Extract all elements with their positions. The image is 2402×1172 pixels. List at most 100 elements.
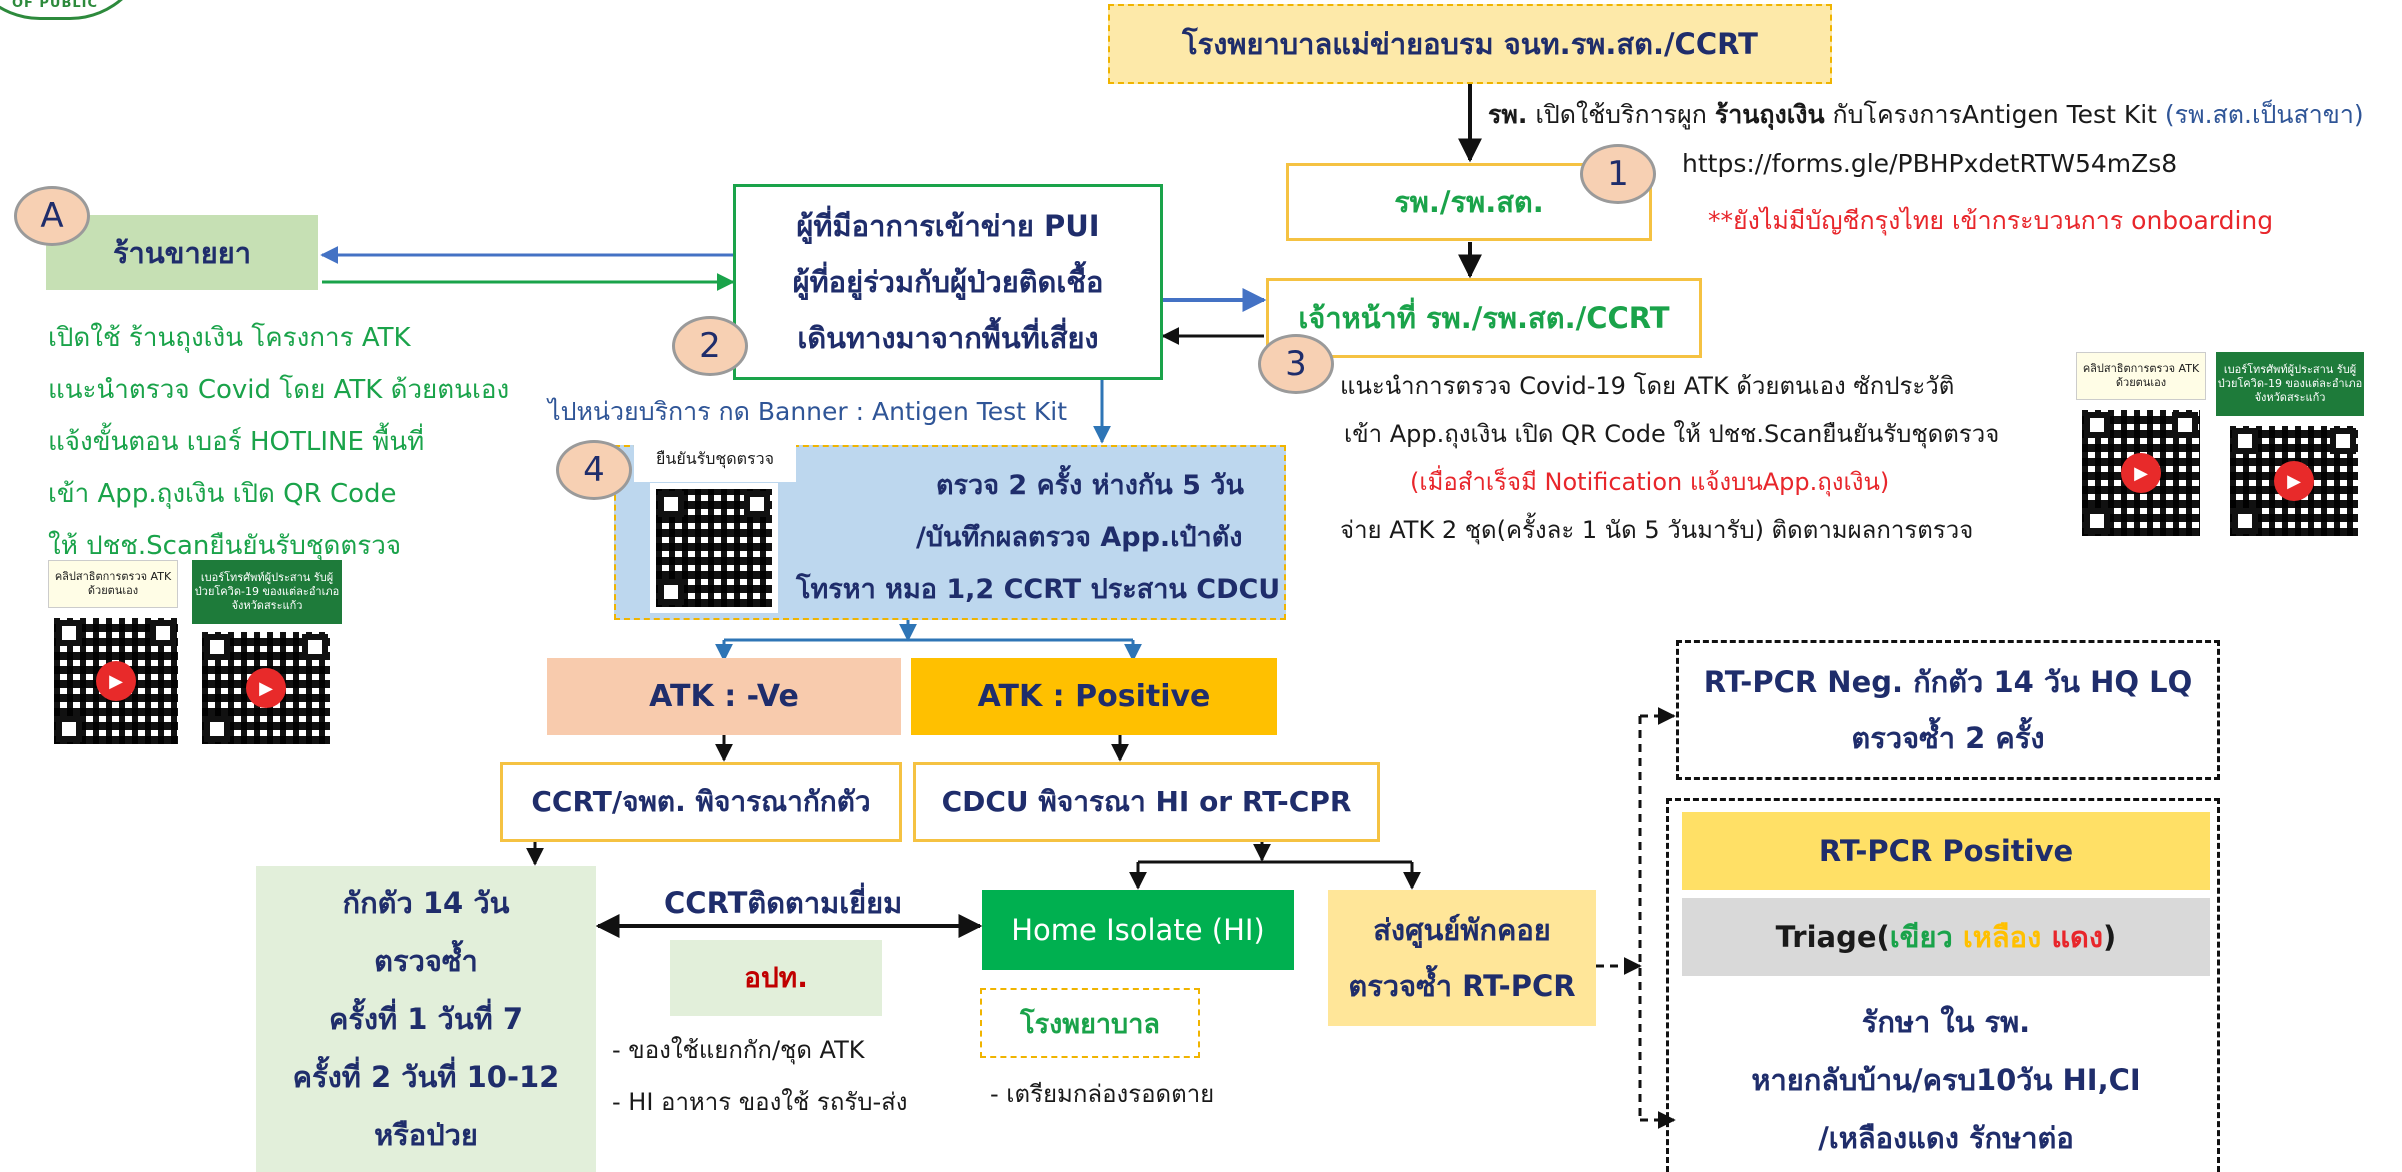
rtpcr-negative-line-2: ตรวจซ้ำ 2 ครั้ง — [1851, 721, 2045, 755]
local-admin-notes: - ของใช้แยกกัก/ชุด ATK - HI อาหาร ของใช้… — [612, 1024, 908, 1128]
test-box: ตรวจ 2 ครั้ง ห่างกัน 5 วัน /บันทึกผลตรวจ… — [614, 445, 1286, 620]
local-admin-label: อปท. — [744, 961, 808, 994]
ccrt-label: CCRT/จพต. พิจารณากักตัว — [531, 785, 871, 818]
staff-label: เจ้าหน้าที่ รพ./รพ.สต./CCRT — [1298, 301, 1670, 335]
triage-box: Triage(เขียว เหลือง แดง) — [1682, 898, 2210, 976]
left-phone-qr[interactable]: ▶ — [196, 626, 336, 750]
play-icon: ▶ — [2121, 453, 2161, 493]
top-note-hospital: รพ. — [1488, 100, 1528, 129]
atk-negative-label: ATK : -Ve — [649, 679, 799, 714]
cdcu-label: CDCU พิจารณา HI or RT-CPR — [941, 785, 1352, 818]
callout-3-label: 3 — [1285, 344, 1307, 384]
pui-box: ผู้ที่มีอาการเข้าข่าย PUI ผู้ที่อยู่ร่วม… — [733, 184, 1163, 380]
waiting-center-line-2: ตรวจซ้ำ RT-PCR — [1348, 969, 1576, 1003]
pui-line-3: เดินทางมาจากพื้นที่เสี่ยง — [797, 321, 1099, 355]
home-isolate-label: Home Isolate (HI) — [1011, 913, 1265, 947]
atk-positive-box: ATK : Positive — [911, 658, 1277, 735]
right-phone-qr[interactable]: ▶ — [2224, 420, 2364, 542]
callout-2: 2 — [672, 316, 748, 376]
pharmacy-step-1: เปิดใช้ ร้านถุงเงิน โครงการ ATK — [48, 323, 411, 353]
top-note-part4: กับโครงการAntigen Test Kit — [1824, 100, 2165, 129]
atk-positive-label: ATK : Positive — [977, 679, 1211, 714]
right-clip-text: คลิปสาธิตการตรวจ ATK ด้วยตนเอง — [2082, 362, 2200, 389]
waiting-center-line-1: ส่งศูนย์พักคอย — [1373, 913, 1551, 947]
test-line-3: โทรหา หมอ 1,2 CCRT ประสาน CDCU — [796, 574, 1281, 605]
left-phone-label: เบอร์โทรศัพท์ผู้ประสาน รับผู้ป่วยโควิด-1… — [192, 560, 342, 624]
hospital-label: รพ./รพ.สต. — [1394, 185, 1544, 219]
waiting-center-box: ส่งศูนย์พักคอย ตรวจซ้ำ RT-PCR — [1328, 890, 1596, 1026]
training-hospital-box: โรงพยาบาลแม่ข่ายอบรม จนท.รพ.สต./CCRT — [1108, 4, 1832, 84]
local-note-1: - ของใช้แยกกัก/ชุด ATK — [612, 1036, 865, 1064]
staff-note-2: เข้า App.ถุงเงิน เปิด QR Code ให้ ปชช.Sc… — [1344, 420, 2000, 448]
pharmacy-box: ร้านขายยา — [46, 215, 318, 290]
play-icon: ▶ — [246, 668, 286, 708]
hospital-box: รพ./รพ.สต. — [1286, 163, 1652, 241]
quarantine-box: กักตัว 14 วัน ตรวจซ้ำ ครั้งที่ 1 วันที่ … — [256, 866, 596, 1172]
test-tag-label: ยืนยันรับชุดตรวจ — [656, 448, 774, 468]
home-isolate-box: Home Isolate (HI) — [982, 890, 1294, 970]
left-clip-qr[interactable]: ▶ — [48, 612, 184, 750]
triage-green: เขียว — [1889, 920, 1953, 954]
pharmacy-step-2: แนะนำตรวจ Covid โดย ATK ด้วยตนเอง — [48, 375, 510, 405]
ccrt-box: CCRT/จพต. พิจารณากักตัว — [500, 762, 902, 842]
form-url[interactable]: https://forms.gle/PBHPxdetRTW54mZs8 — [1682, 149, 2178, 178]
callout-2-label: 2 — [699, 326, 721, 366]
triage-prefix: Triage( — [1775, 920, 1890, 954]
quarantine-line-5: หรือป่วย — [374, 1118, 478, 1152]
staff-notes: แนะนำการตรวจ Covid-19 โดย ATK ด้วยตนเอง … — [1340, 362, 2060, 554]
treatment-line-3: /เหลืองแดง รักษาต่อ — [1818, 1121, 2074, 1155]
test-tag: ยืนยันรับชุดตรวจ — [634, 436, 796, 482]
callout-1-label: 1 — [1607, 154, 1629, 194]
treatment-block: รักษา ใน รพ. หายกลับบ้าน/ครบ10วัน HI,CI … — [1682, 990, 2210, 1170]
atk-negative-box: ATK : -Ve — [547, 658, 901, 735]
quarantine-line-4: ครั้งที่ 2 วันที่ 10-12 — [292, 1060, 560, 1094]
hospital-option-label: โรงพยาบาล — [1020, 1008, 1160, 1040]
staff-box: เจ้าหน้าที่ รพ./รพ.สต./CCRT — [1266, 278, 1702, 358]
rtpcr-negative-box: RT-PCR Neg. กักตัว 14 วัน HQ LQ ตรวจซ้ำ … — [1676, 640, 2220, 780]
triage-yellow: เหลือง — [1952, 920, 2052, 954]
right-phone-text: เบอร์โทรศัพท์ผู้ประสาน รับผู้ป่วยโควิด-1… — [2217, 363, 2363, 404]
hospital-option-note: - เตรียมกล่องรอดตาย — [990, 1080, 1215, 1108]
callout-1: 1 — [1580, 144, 1656, 204]
test-line-2: /บันทึกผลตรวจ App.เป๋าตัง — [916, 522, 1243, 553]
local-note-2: - HI อาหาร ของใช้ รถรับ-ส่ง — [612, 1088, 908, 1116]
triage-red: แดง — [2051, 920, 2104, 954]
top-note-part2: เปิดใช้บริการผูก — [1527, 100, 1715, 129]
rtpcr-positive-box: RT-PCR Positive — [1682, 812, 2210, 890]
test-line-1: ตรวจ 2 ครั้ง ห่างกัน 5 วัน — [936, 470, 1244, 501]
callout-a: A — [14, 186, 90, 246]
play-icon: ▶ — [2274, 461, 2314, 501]
play-icon: ▶ — [96, 661, 136, 701]
top-note-shop: ร้านถุงเงิน — [1714, 100, 1825, 129]
top-note: รพ. เปิดใช้บริการผูก ร้านถุงเงิน กับโครง… — [1488, 95, 2402, 135]
callout-a-label: A — [40, 196, 64, 236]
pharmacy-step-5: ให้ ปชช.Scanยืนยันรับชุดตรวจ — [48, 531, 402, 561]
staff-note-4: จ่าย ATK 2 ชุด(ครั้งละ 1 นัด 5 วันมารับ)… — [1340, 516, 1974, 544]
top-note-branch: (รพ.สต.เป็นสาขา) — [2164, 100, 2364, 129]
staff-note-1: แนะนำการตรวจ Covid-19 โดย ATK ด้วยตนเอง … — [1340, 372, 1955, 400]
rtpcr-positive-group — [1666, 798, 2220, 1172]
rtpcr-positive-label: RT-PCR Positive — [1818, 834, 2074, 868]
pharmacy-title: ร้านขายยา — [112, 235, 252, 270]
staff-note-3: (เมื่อสำเร็จมี Notification แจ้งบนApp.ถุ… — [1410, 468, 1890, 496]
logo: OF PUBLIC — [0, 0, 150, 20]
test-qr[interactable] — [650, 483, 778, 613]
callout-3: 3 — [1258, 334, 1334, 394]
right-clip-qr[interactable]: ▶ — [2076, 404, 2206, 542]
rtpcr-negative-line-1: RT-PCR Neg. กักตัว 14 วัน HQ LQ — [1703, 665, 2193, 699]
quarantine-line-1: กักตัว 14 วัน — [342, 886, 510, 920]
triage-suffix: ) — [2103, 920, 2117, 954]
banner-instruction: ไปหน่วยบริการ กด Banner : Antigen Test K… — [548, 397, 1068, 426]
local-admin-box: อปท. — [670, 940, 882, 1016]
pharmacy-steps: เปิดใช้ ร้านถุงเงิน โครงการ ATK แนะนำตรว… — [48, 312, 548, 572]
pui-line-2: ผู้ที่อยู่ร่วมกับผู้ป่วยติดเชื้อ — [792, 265, 1104, 299]
quarantine-line-2: ตรวจซ้ำ — [374, 944, 478, 978]
pharmacy-step-3: แจ้งขั้นตอน เบอร์ HOTLINE พื้นที่ — [48, 427, 425, 457]
quarantine-line-3: ครั้งที่ 1 วันที่ 7 — [328, 1002, 524, 1036]
treatment-line-1: รักษา ใน รพ. — [1861, 1005, 2031, 1039]
callout-4-label: 4 — [583, 450, 605, 490]
logo-text: OF PUBLIC — [11, 0, 99, 11]
callout-4: 4 — [556, 440, 632, 500]
left-phone-text: เบอร์โทรศัพท์ผู้ประสาน รับผู้ป่วยโควิด-1… — [194, 571, 340, 612]
hospital-option-box: โรงพยาบาล — [980, 988, 1200, 1058]
